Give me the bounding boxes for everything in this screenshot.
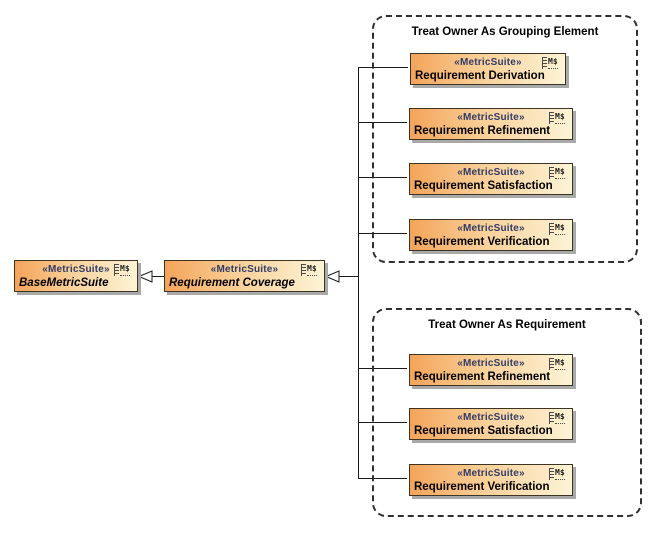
- group-treat-owner-as-requirement[interactable]: Treat Owner As Requirement «MetricSuite»…: [372, 308, 642, 517]
- ruler-glyph: [301, 264, 306, 276]
- generalization-line-verification-2[interactable]: [358, 478, 407, 479]
- generalization-line-main[interactable]: [338, 276, 358, 277]
- metric-suite-icon: M$: [542, 57, 561, 71]
- metric-suite-icon: M$: [549, 167, 568, 181]
- metric-suite-icon: M$: [549, 112, 568, 126]
- generalization-trunk-line[interactable]: [358, 67, 359, 479]
- metric-suite-icon: M$: [549, 223, 568, 237]
- metric-suite-icon: M$: [549, 358, 568, 372]
- metric-suite-icon: M$: [301, 264, 320, 278]
- class-name-label: Requirement Satisfaction: [414, 180, 553, 192]
- stereotype-label: «MetricSuite»: [457, 358, 525, 369]
- ruler-glyph: [549, 358, 554, 370]
- class-box-requirement-derivation[interactable]: «MetricSuite» Requirement Derivation M$: [410, 53, 566, 85]
- class-box-base-metric-suite[interactable]: «MetricSuite» BaseMetricSuite M$: [14, 260, 138, 292]
- stereotype-label: «MetricSuite»: [457, 223, 525, 234]
- stereotype-label: «MetricSuite»: [457, 167, 525, 178]
- stereotype-label: «MetricSuite»: [454, 57, 522, 68]
- ruler-glyph: [549, 468, 554, 480]
- ruler-glyph: [542, 57, 547, 69]
- metric-suite-icon: M$: [549, 412, 568, 426]
- ruler-glyph: [549, 167, 554, 179]
- group-title: Treat Owner As Grouping Element: [411, 26, 599, 38]
- class-box-requirement-satisfaction-requirement[interactable]: «MetricSuite» Requirement Satisfaction M…: [409, 408, 573, 440]
- ruler-glyph: [114, 264, 119, 276]
- ruler-glyph: [549, 223, 554, 235]
- ruler-glyph: [549, 412, 554, 424]
- generalization-line-coverage-to-base[interactable]: [151, 276, 164, 277]
- generalization-line-refinement-1[interactable]: [358, 122, 407, 123]
- class-name-label: Requirement Satisfaction: [414, 425, 553, 437]
- class-name-label: BaseMetricSuite: [19, 277, 109, 289]
- class-name-label: Requirement Coverage: [169, 277, 295, 289]
- ruler-glyph: [549, 112, 554, 124]
- generalization-arrowhead-icon[interactable]: [138, 270, 153, 283]
- class-name-label: Requirement Refinement: [414, 371, 551, 383]
- stereotype-label: «MetricSuite»: [457, 412, 525, 423]
- stereotype-label: «MetricSuite»: [457, 112, 525, 123]
- stereotype-label: «MetricSuite»: [210, 264, 279, 275]
- group-treat-owner-as-grouping-element[interactable]: Treat Owner As Grouping Element «MetricS…: [372, 15, 638, 263]
- generalization-line-verification-1[interactable]: [358, 233, 407, 234]
- generalization-line-refinement-2[interactable]: [358, 368, 407, 369]
- class-box-requirement-refinement-grouping[interactable]: «MetricSuite» Requirement Refinement M$: [409, 108, 573, 140]
- class-name-label: Requirement Refinement: [414, 125, 551, 137]
- class-box-requirement-verification-requirement[interactable]: «MetricSuite» Requirement Verification M…: [409, 464, 573, 496]
- class-box-requirement-satisfaction-grouping[interactable]: «MetricSuite» Requirement Satisfaction M…: [409, 163, 573, 195]
- class-box-requirement-verification-grouping[interactable]: «MetricSuite» Requirement Verification M…: [409, 219, 573, 251]
- stereotype-label: «MetricSuite»: [457, 468, 525, 479]
- class-box-requirement-refinement-requirement[interactable]: «MetricSuite» Requirement Refinement M$: [409, 354, 573, 386]
- generalization-line-satisfaction-1[interactable]: [358, 177, 407, 178]
- generalization-line-satisfaction-2[interactable]: [358, 422, 407, 423]
- metric-suite-icon: M$: [114, 264, 133, 278]
- group-title: Treat Owner As Requirement: [428, 319, 586, 331]
- class-box-requirement-coverage[interactable]: «MetricSuite» Requirement Coverage M$: [164, 260, 325, 292]
- generalization-line-derivation[interactable]: [358, 67, 408, 68]
- class-name-label: Requirement Verification: [414, 236, 550, 248]
- generalization-arrowhead-icon[interactable]: [325, 270, 340, 283]
- stereotype-label: «MetricSuite»: [42, 264, 110, 275]
- class-name-label: Requirement Derivation: [415, 70, 545, 82]
- class-name-label: Requirement Verification: [414, 481, 550, 493]
- metric-suite-icon: M$: [549, 468, 568, 482]
